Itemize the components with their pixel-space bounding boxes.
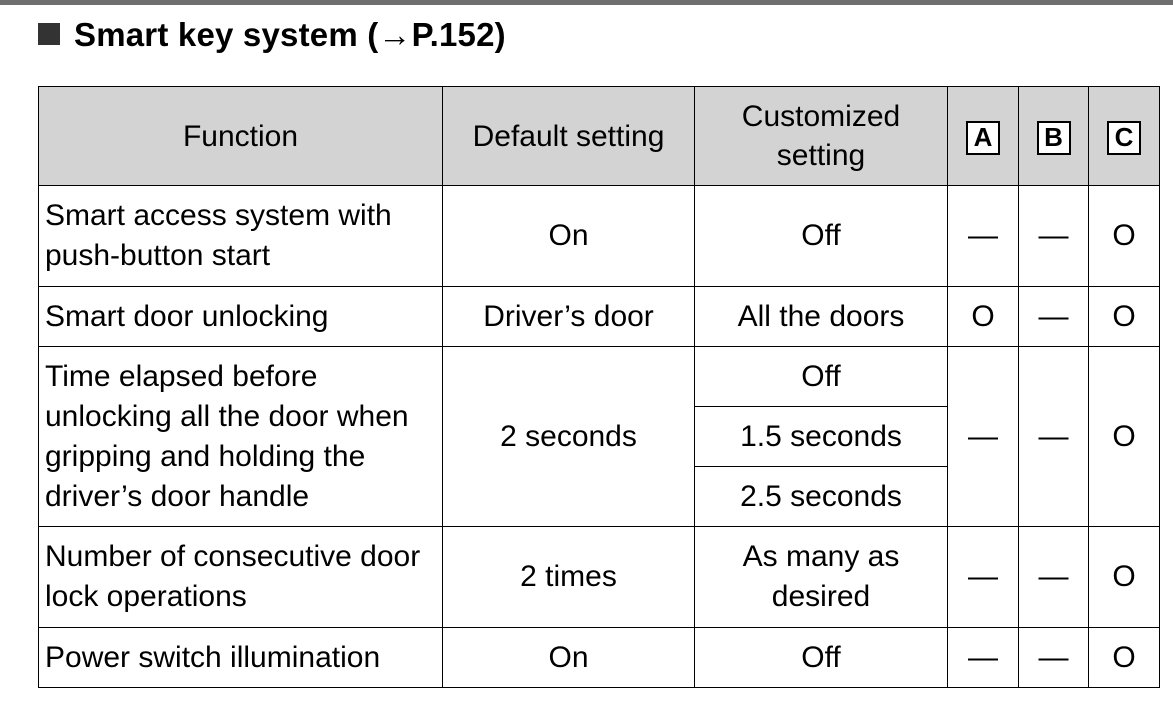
table-row: Smart access system with push-button sta… xyxy=(38,185,1160,287)
default-cell: Driver’s door xyxy=(442,286,695,347)
table-subrow: 2.5 seconds xyxy=(39,466,1160,527)
function-cell: Number of consecutive door lock operatio… xyxy=(38,526,443,628)
header-customized-setting: Customized setting xyxy=(694,86,948,186)
customized-cell: As many as desired xyxy=(694,526,948,628)
default-cell: 2 seconds xyxy=(442,346,695,527)
header-col-b: B xyxy=(1018,86,1089,186)
function-cell: Smart door unlocking xyxy=(38,286,443,347)
col-b-cell: — xyxy=(1018,185,1089,287)
header-col-c: C xyxy=(1088,86,1160,186)
col-a-cell: O xyxy=(947,286,1019,347)
col-a-cell: — xyxy=(947,627,1019,688)
col-a-cell: — xyxy=(947,526,1019,628)
col-c-cell: O xyxy=(1088,185,1160,287)
table-row: Number of consecutive door lock operatio… xyxy=(38,526,1160,628)
col-c-cell: O xyxy=(1088,526,1160,628)
col-b-cell: — xyxy=(1018,286,1089,347)
function-cell: Smart access system with push-button sta… xyxy=(38,185,443,287)
table-header-row: Function Default setting Customized sett… xyxy=(38,86,1160,186)
col-a-cell: — xyxy=(947,185,1019,287)
col-c-cell: O xyxy=(1088,627,1160,688)
customized-cell: Off xyxy=(694,346,948,407)
col-c-label: C xyxy=(1107,120,1141,155)
col-c-cell: O xyxy=(1088,346,1160,527)
customized-cell: 2.5 seconds xyxy=(694,466,948,527)
customized-cell: All the doors xyxy=(694,286,948,347)
function-cell: Power switch illumination xyxy=(38,627,443,688)
table-row: Time elapsed before unlocking all the do… xyxy=(38,346,1160,527)
col-b-cell: — xyxy=(1018,627,1089,688)
default-cell: 2 times xyxy=(442,526,695,628)
customized-cell: Off xyxy=(694,627,948,688)
table-row: Power switch illumination On Off — — O xyxy=(38,627,1160,688)
customized-cell: Off xyxy=(694,185,948,287)
function-cell: Time elapsed before unlocking all the do… xyxy=(38,346,443,527)
col-a-cell: — xyxy=(947,346,1019,527)
col-a-label: A xyxy=(966,120,1000,155)
header-col-a: A xyxy=(947,86,1019,186)
customized-cell: 1.5 seconds xyxy=(694,406,948,467)
table-row: Smart door unlocking Driver’s door All t… xyxy=(38,286,1160,347)
header-function: Function xyxy=(38,86,443,186)
default-cell: On xyxy=(442,185,695,287)
top-divider xyxy=(0,0,1173,5)
square-bullet-icon xyxy=(38,23,60,45)
header-default-setting: Default setting xyxy=(442,86,695,186)
settings-table: Function Default setting Customized sett… xyxy=(38,86,1160,688)
col-b-cell: — xyxy=(1018,346,1089,527)
col-c-cell: O xyxy=(1088,286,1160,347)
col-b-cell: — xyxy=(1018,526,1089,628)
col-b-label: B xyxy=(1036,120,1071,155)
section-heading: Smart key system (→P.152) xyxy=(38,16,506,54)
default-cell: On xyxy=(442,627,695,688)
table-subrow: 1.5 seconds xyxy=(39,406,1160,467)
section-title: Smart key system (→P.152) xyxy=(74,16,506,53)
